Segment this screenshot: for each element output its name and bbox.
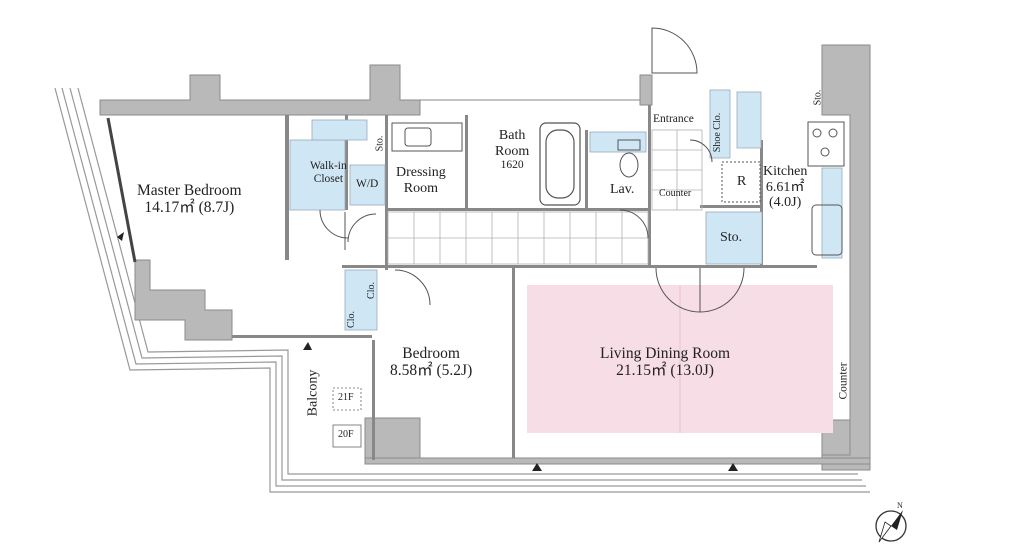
- storage-kitchen-label: Sto.: [720, 230, 743, 245]
- hallway-tiles: [387, 129, 703, 265]
- counter-right-label: Counter: [837, 362, 850, 400]
- north-compass-icon: [875, 510, 907, 543]
- bedroom-name: Bedroom: [402, 345, 460, 362]
- master-bedroom-label: Master Bedroom 14.17㎡ (8.7J): [137, 182, 242, 217]
- entrance-label: Entrance: [653, 113, 694, 125]
- kitchen-area: 6.61㎡: [765, 179, 805, 195]
- living-dining-name: Living Dining Room: [600, 345, 731, 362]
- closet-upper-label: Clo.: [365, 282, 377, 299]
- refrigerator-box: [721, 161, 761, 203]
- balcony-boxes: [332, 387, 362, 448]
- bath-room-line1: Bath: [498, 128, 526, 143]
- interior-walls: [232, 105, 817, 460]
- master-bedroom-name: Master Bedroom: [137, 182, 242, 199]
- dressing-room-line1: Dressing: [396, 165, 446, 180]
- wet-areas: [289, 89, 843, 331]
- dressing-room-line2: Room: [403, 180, 438, 196]
- living-dining-area: 21.15㎡ (13.0J): [616, 362, 714, 380]
- walk-in-closet-label: Walk-in Closet: [310, 160, 347, 186]
- bath-room-label: Bath Room 1620: [495, 128, 529, 172]
- counter-entrance-label: Counter: [659, 188, 692, 199]
- north-label: N: [897, 501, 903, 510]
- bedroom-label: Bedroom 8.58㎡ (5.2J): [390, 345, 472, 380]
- bathtub: [539, 122, 581, 206]
- closet-lower-label: Clo.: [345, 311, 357, 328]
- master-bedroom-area: 14.17㎡ (8.7J): [144, 199, 235, 217]
- dressing-counter: [391, 122, 463, 152]
- storage-top-label: Sto.: [812, 89, 824, 106]
- wd-label: W/D: [356, 178, 379, 190]
- floor-20-label: 20F: [338, 429, 354, 440]
- door-swings: [319, 27, 745, 313]
- shoe-closet-label: Shoe Clo.: [712, 112, 724, 153]
- kitchen-label: Kitchen 6.61㎡ (4.0J): [763, 164, 807, 211]
- window-arrows: [117, 232, 738, 471]
- bath-room-size: 1620: [500, 159, 524, 172]
- kitchen-name: Kitchen: [763, 164, 808, 179]
- bedroom-area: 8.58㎡ (5.2J): [390, 362, 473, 380]
- kitchen-area-j: (4.0J): [769, 195, 802, 211]
- living-dining-label: Living Dining Room 21.15㎡ (13.0J): [600, 345, 730, 380]
- storage-master-label: Sto.: [374, 135, 386, 152]
- balcony-label: Balcony: [305, 369, 321, 417]
- refrigerator-label: R: [737, 174, 747, 189]
- dressing-room-label: Dressing Room: [396, 165, 446, 196]
- bath-room-line2: Room: [495, 143, 530, 159]
- toilet-fixture: [617, 139, 641, 178]
- balcony-railing: [54, 87, 870, 493]
- walk-in-closet-line1: Walk-in: [310, 160, 347, 172]
- floor-21-label: 21F: [338, 392, 354, 403]
- walk-in-closet-line2: Closet: [313, 172, 344, 185]
- kitchen-fixtures: [807, 121, 845, 256]
- master-window-line: [106, 117, 137, 263]
- lav-label: Lav.: [610, 182, 635, 197]
